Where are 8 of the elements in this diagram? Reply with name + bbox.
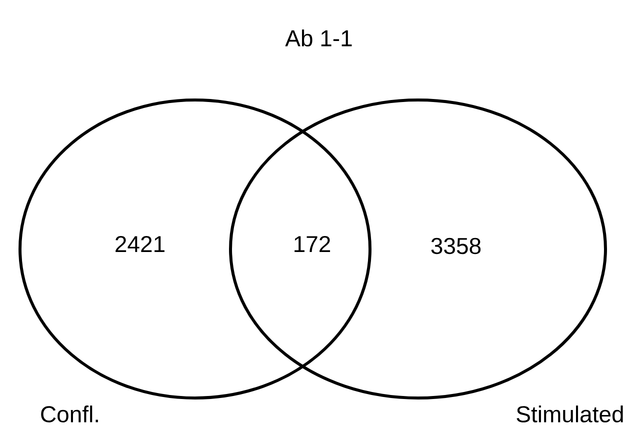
- title: Ab 1-1: [285, 30, 352, 46]
- set-label: Stimulated: [516, 406, 623, 422]
- count-label: 2421: [116, 236, 164, 252]
- venn-circle: [18, 98, 372, 400]
- venn-circle: [229, 98, 607, 400]
- count-label: 3358: [431, 238, 481, 254]
- count-label: 172: [294, 236, 330, 252]
- set-label: Confl.: [41, 406, 98, 422]
